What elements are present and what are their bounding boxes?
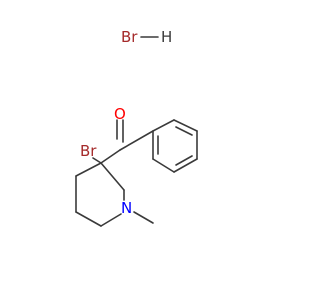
salt-bromine-label: Br [121, 28, 138, 46]
phenyl-inner-bond-2 [175, 155, 193, 166]
molecule-structure: Br H O Br N [75, 28, 198, 227]
phenyl-ring [152, 119, 198, 173]
n-methyl-bond [133, 211, 154, 224]
carbonyl-oxygen-label: O [114, 105, 126, 123]
phenyl-bond-5 [152, 158, 175, 173]
piperidine-ring: Br N [75, 142, 154, 227]
ring-bond-c4-c3 [75, 162, 102, 177]
carbonyl-group: O [100, 105, 154, 164]
ring-nitrogen-label: N [121, 199, 132, 217]
ring-bond-n-c6 [100, 213, 122, 227]
phenyl-inner-bond-1 [175, 126, 193, 136]
salt-hydrogen-label: H [161, 28, 172, 46]
hydrobromide-salt: Br H [121, 28, 172, 46]
structure-canvas: Br H O Br N [75, 28, 198, 227]
phenyl-bond-2 [173, 119, 198, 132]
carbonyl-to-ring-bond [100, 149, 121, 164]
ring-bromine-label: Br [80, 142, 97, 160]
ring-bond-c6-c5 [75, 211, 102, 227]
phenyl-bond-4 [173, 158, 198, 173]
phenyl-bond-1 [152, 119, 175, 132]
ring-bond-c3-c2 [100, 162, 125, 191]
carbonyl-to-phenyl-bond [119, 130, 154, 151]
ring-bromine-bond [92, 157, 102, 164]
